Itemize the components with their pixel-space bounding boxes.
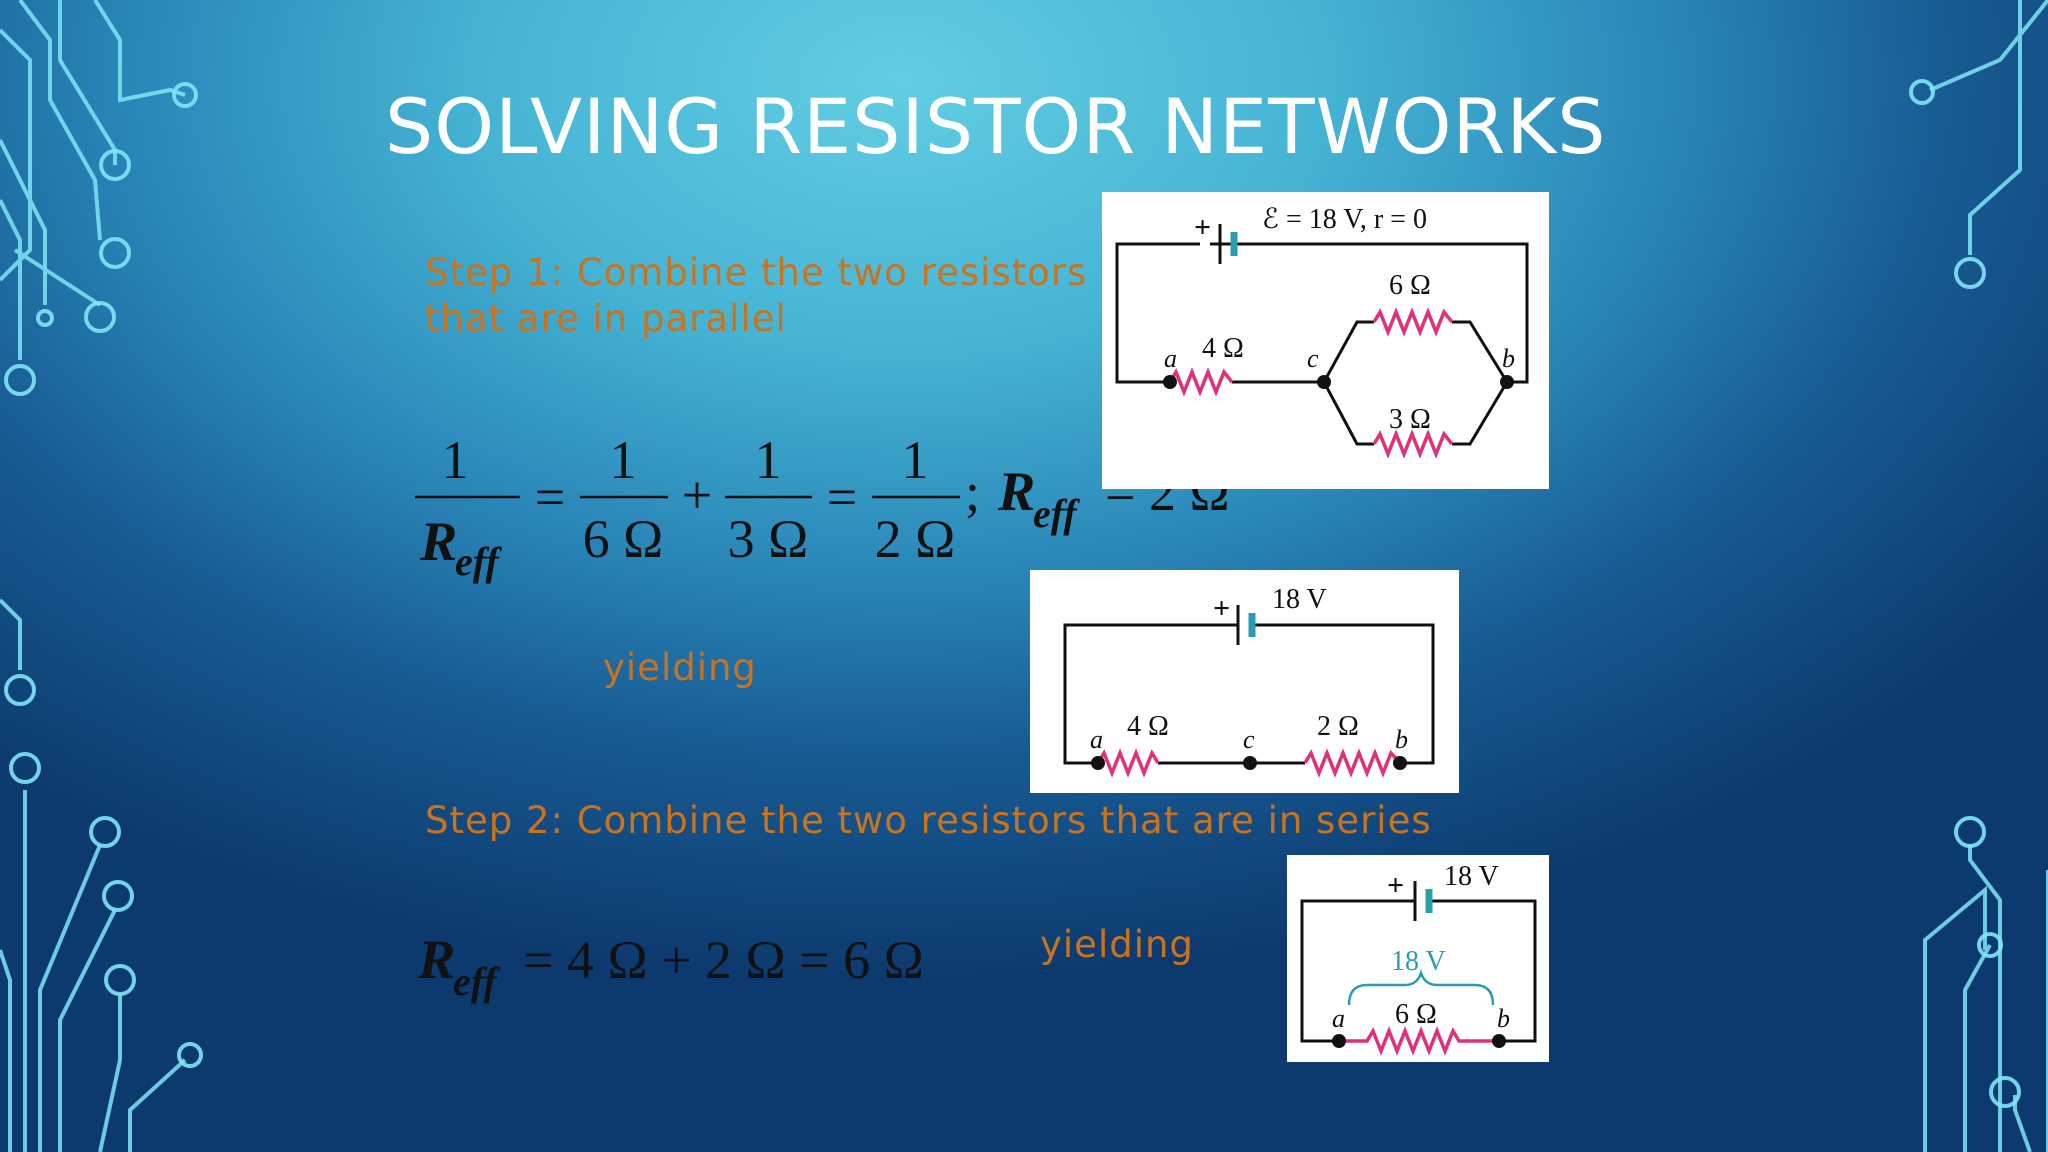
label-a: a — [1164, 344, 1177, 373]
eq1-denominator-2: 3 Ω — [728, 509, 809, 569]
emf-label: 18 V — [1444, 861, 1499, 892]
resistor-2-ohm — [1303, 748, 1402, 778]
label-b: b — [1395, 725, 1408, 754]
node-c — [1317, 375, 1331, 389]
step1-text: Step 1: Combine the two resistors that a… — [425, 250, 1087, 342]
resistor-4-ohm — [1096, 748, 1160, 778]
node-a — [1332, 1034, 1346, 1048]
emf-label: ℰ = 18 V, r = 0 — [1262, 204, 1427, 235]
label-6-ohm: 6 Ω — [1389, 270, 1431, 301]
label-a: a — [1090, 725, 1103, 754]
voltage-drop-label: 18 V — [1391, 946, 1446, 977]
node-b — [1500, 375, 1514, 389]
label-c: c — [1243, 725, 1255, 754]
label-b: b — [1502, 344, 1515, 373]
step1-line1: Step 1: Combine the two resistors — [425, 251, 1088, 294]
eq1-numerator-2: 1 — [755, 430, 782, 490]
label-4-ohm: 4 Ω — [1202, 333, 1244, 364]
resistor-6-ohm — [1372, 307, 1454, 337]
eq1-semicolon: ; — [965, 462, 980, 522]
circuit-diagram-3: + 18 V 18 V 6 Ω a b — [1287, 855, 1549, 1062]
node-a — [1091, 756, 1105, 770]
eq2-symbol: R — [417, 929, 455, 991]
eq1-denominator-3: 2 Ω — [875, 509, 956, 569]
eq1-lhs-subscript: eff — [455, 539, 502, 584]
node-b — [1393, 756, 1407, 770]
resistor-4-ohm — [1168, 367, 1234, 397]
step2-text: Step 2: Combine the two resistors that a… — [425, 799, 1432, 842]
eq1-plus: + — [682, 465, 712, 525]
battery-plus-sign: + — [1213, 592, 1230, 625]
slide-title: SOLVING RESISTOR NETWORKS — [385, 82, 1607, 171]
emf-label: 18 V — [1272, 584, 1327, 615]
step1-line2: that are in parallel — [425, 297, 787, 340]
label-4-ohm: 4 Ω — [1127, 711, 1169, 742]
eq1-numerator-lhs: 1 — [442, 430, 469, 490]
yielding-label-2: yielding — [1040, 923, 1194, 966]
battery-plus-sign: + — [1387, 869, 1404, 902]
voltage-brace — [1347, 969, 1495, 1006]
label-c: c — [1307, 344, 1319, 373]
yielding-label-1: yielding — [603, 646, 757, 689]
resistor-6-ohm — [1339, 1026, 1499, 1056]
eq1-numerator-3: 1 — [902, 430, 929, 490]
eq1-result-subscript: eff — [1033, 491, 1080, 536]
circuit-diagram-2: + 18 V 4 Ω 2 Ω a c b — [1030, 570, 1459, 793]
eq1-equals-1: = — [535, 467, 565, 527]
label-a: a — [1332, 1004, 1345, 1033]
eq1-result-symbol: R — [997, 461, 1035, 523]
eq2-subscript: eff — [453, 959, 500, 1004]
label-6-ohm: 6 Ω — [1395, 999, 1437, 1030]
eq1-denominator-1: 6 Ω — [583, 509, 664, 569]
eq1-numerator-1: 1 — [610, 430, 637, 490]
eq2-expression: = 4 Ω + 2 Ω = 6 Ω — [523, 930, 924, 990]
node-a — [1163, 375, 1177, 389]
circuit-diagram-1: + ℰ = 18 V, r = 0 6 Ω 4 Ω 3 Ω a c b — [1102, 192, 1549, 489]
eq1-lhs-symbol: R — [419, 511, 457, 573]
eq1-equals-2: = — [827, 467, 857, 527]
node-b — [1492, 1034, 1506, 1048]
label-2-ohm: 2 Ω — [1317, 711, 1359, 742]
resistor-3-ohm — [1372, 429, 1454, 459]
label-b: b — [1497, 1004, 1510, 1033]
label-3-ohm: 3 Ω — [1389, 404, 1431, 435]
battery-plus-sign: + — [1194, 211, 1211, 244]
node-c — [1243, 756, 1257, 770]
